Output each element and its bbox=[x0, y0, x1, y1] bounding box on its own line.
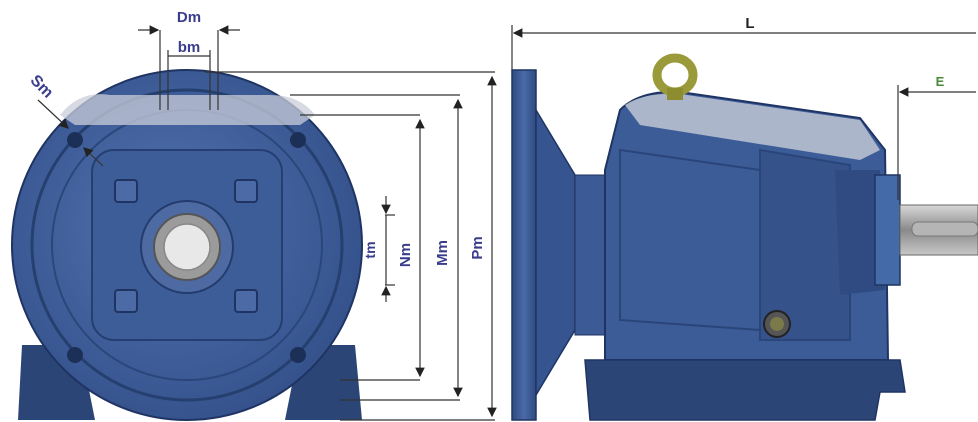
front-view bbox=[11, 69, 363, 421]
label-pm: Pm bbox=[469, 236, 486, 259]
side-foot bbox=[584, 359, 906, 421]
bolt-bl bbox=[114, 289, 138, 313]
label-tm: tm bbox=[362, 241, 378, 258]
shaft-end bbox=[163, 223, 211, 271]
side-dimensions bbox=[511, 25, 976, 200]
label-dm: Dm bbox=[177, 9, 201, 26]
side-neck bbox=[535, 107, 576, 398]
label-e: E bbox=[936, 74, 945, 89]
label-mm: Mm bbox=[434, 240, 451, 266]
label-bm: bm bbox=[178, 39, 201, 56]
mount-hole-bl bbox=[67, 347, 83, 363]
mount-hole-tr bbox=[290, 132, 306, 148]
side-view bbox=[511, 53, 978, 421]
bolt-tl bbox=[114, 179, 138, 203]
bolt-tr bbox=[234, 179, 258, 203]
front-dimensions bbox=[37, 25, 497, 421]
mount-hole-br bbox=[290, 347, 306, 363]
mount-hole-tl bbox=[67, 132, 83, 148]
label-sm: Sm bbox=[27, 72, 57, 102]
label-l: L bbox=[745, 15, 754, 32]
bolt-br bbox=[234, 289, 258, 313]
side-flange-plate bbox=[511, 69, 537, 421]
label-nm: Nm bbox=[397, 243, 414, 267]
lifting-ring bbox=[652, 53, 698, 100]
